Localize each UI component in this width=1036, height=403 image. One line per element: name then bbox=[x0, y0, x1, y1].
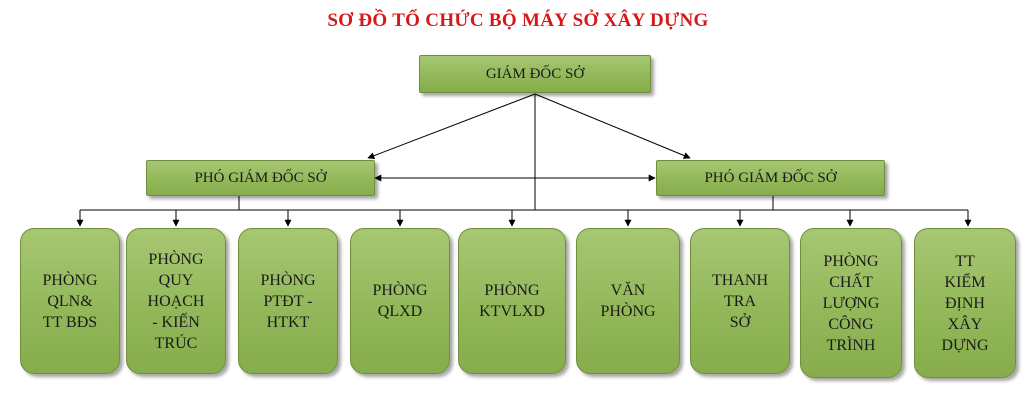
department-box: PHÒNG PTĐT - HTKT bbox=[238, 228, 338, 374]
department-box: PHÒNG QUY HOẠCH - KIẾN TRÚC bbox=[126, 228, 226, 374]
deputy-box-right: PHÓ GIÁM ĐỐC SỞ bbox=[656, 160, 885, 196]
department-box: PHÒNG CHẤT LƯỢNG CÔNG TRÌNH bbox=[800, 228, 902, 378]
director-box: GIÁM ĐỐC SỞ bbox=[419, 55, 651, 93]
connector-director-deputy-right bbox=[534, 93, 691, 159]
deputy-label: PHÓ GIÁM ĐỐC SỞ bbox=[704, 169, 837, 186]
deputy-box-left: PHÓ GIÁM ĐỐC SỞ bbox=[146, 160, 375, 196]
department-box: PHÒNG KTVLXD bbox=[458, 228, 566, 374]
deputy-label: PHÓ GIÁM ĐỐC SỞ bbox=[194, 169, 327, 186]
department-box: PHÒNG QLXD bbox=[350, 228, 450, 374]
department-box: VĂN PHÒNG bbox=[576, 228, 680, 374]
chart-title: SƠ ĐỒ TỔ CHỨC BỘ MÁY SỞ XÂY DỰNG bbox=[327, 10, 709, 31]
department-box: THANH TRA SỞ bbox=[690, 228, 790, 374]
department-box: PHÒNG QLN& TT BĐS bbox=[20, 228, 120, 374]
department-box: TT KIỂM ĐỊNH XÂY DỰNG bbox=[914, 228, 1016, 378]
connector-director-deputy-left bbox=[367, 93, 536, 160]
director-label: GIÁM ĐỐC SỞ bbox=[485, 65, 585, 82]
